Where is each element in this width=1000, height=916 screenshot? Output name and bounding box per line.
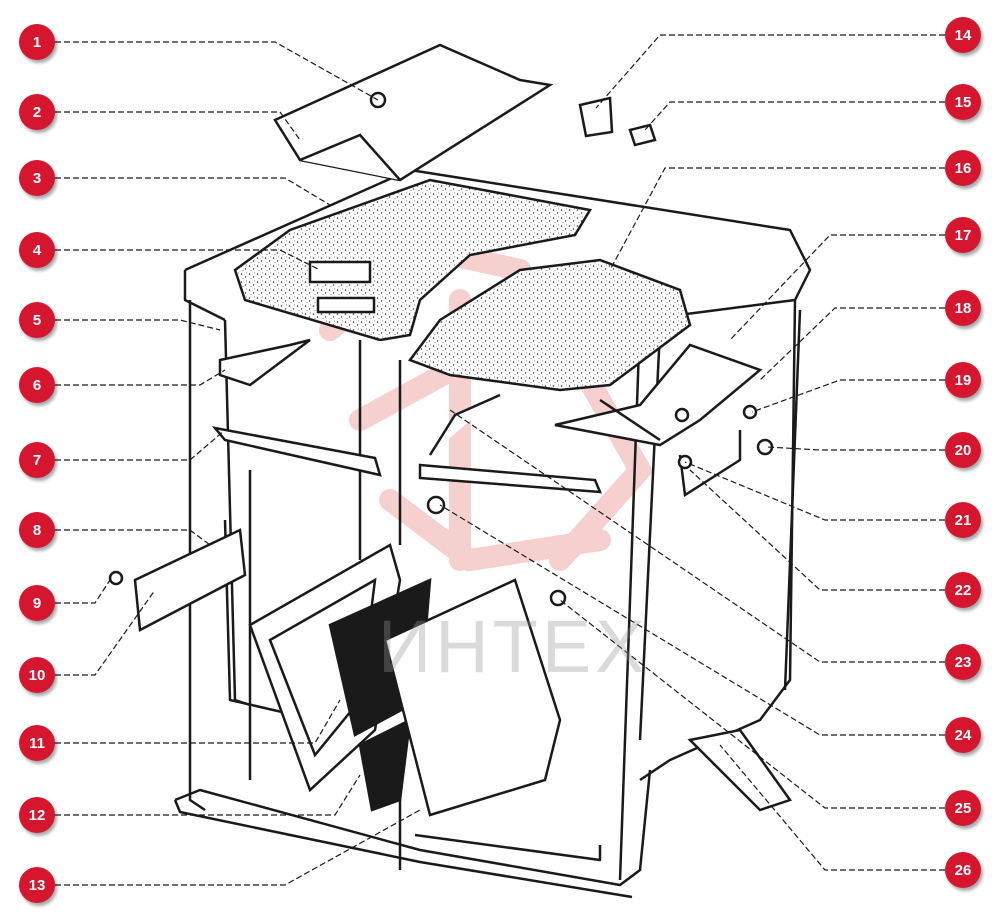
callout-18[interactable]: 18 <box>945 290 981 326</box>
callout-6[interactable]: 6 <box>19 367 55 403</box>
mounting-strips <box>211 338 602 494</box>
callout-14[interactable]: 14 <box>945 17 981 53</box>
floor-mat-right <box>407 258 692 392</box>
callout-10[interactable]: 10 <box>19 657 55 693</box>
bracket <box>554 343 763 498</box>
callout-13[interactable]: 13 <box>19 867 55 903</box>
leader-lines <box>55 34 945 886</box>
callout-20[interactable]: 20 <box>945 432 981 468</box>
roof-cover <box>273 43 554 182</box>
callout-9[interactable]: 9 <box>19 585 55 621</box>
callout-16[interactable]: 16 <box>945 150 981 186</box>
foot-bracket <box>687 728 793 812</box>
callout-24[interactable]: 24 <box>945 717 981 753</box>
callout-19[interactable]: 19 <box>945 362 981 398</box>
callout-7[interactable]: 7 <box>19 442 55 478</box>
callout-15[interactable]: 15 <box>945 84 981 120</box>
floor-mat-left <box>233 178 592 342</box>
callout-25[interactable]: 25 <box>945 790 981 826</box>
plate <box>133 528 247 632</box>
hardware <box>108 91 774 607</box>
callout-21[interactable]: 21 <box>945 502 981 538</box>
watermark-text: ИНТЕХ <box>378 605 649 688</box>
callout-12[interactable]: 12 <box>19 797 55 833</box>
callout-1[interactable]: 1 <box>19 24 55 60</box>
callout-22[interactable]: 22 <box>945 572 981 608</box>
callout-23[interactable]: 23 <box>945 644 981 680</box>
callout-4[interactable]: 4 <box>19 232 55 268</box>
door-panel <box>383 578 562 817</box>
callout-3[interactable]: 3 <box>19 160 55 196</box>
callout-2[interactable]: 2 <box>19 94 55 130</box>
callout-11[interactable]: 11 <box>19 725 55 761</box>
callout-8[interactable]: 8 <box>19 512 55 548</box>
callout-26[interactable]: 26 <box>945 852 981 888</box>
callout-5[interactable]: 5 <box>19 302 55 338</box>
callout-17[interactable]: 17 <box>945 217 981 253</box>
